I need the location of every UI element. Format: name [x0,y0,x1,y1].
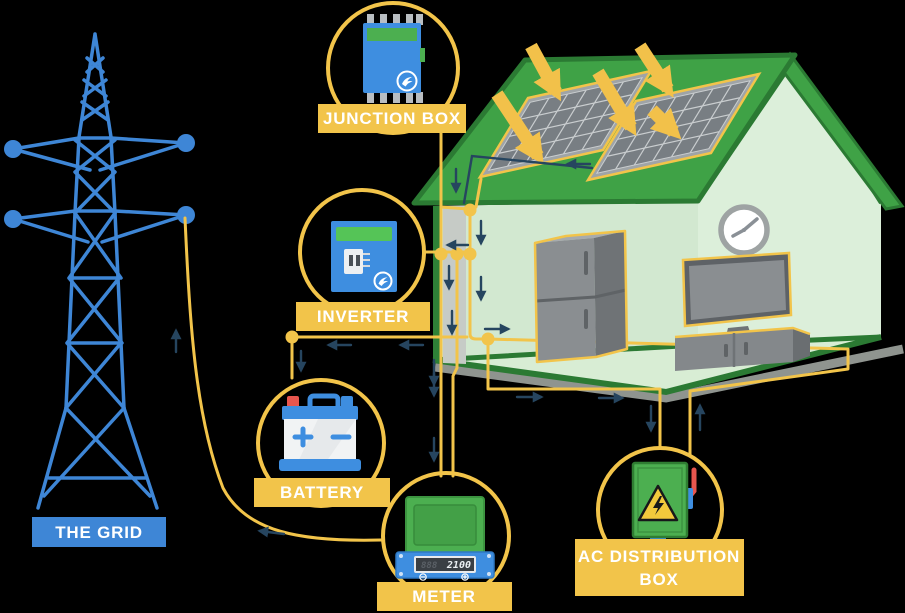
junction-box-icon [363,14,425,103]
plus-symbol [292,426,314,448]
fridge-handle [584,309,588,329]
meter-icon: 888 2100 [395,496,495,581]
inverter-label: INVERTER [317,307,409,326]
wire-node [463,203,477,217]
cabinet-handle [744,342,748,355]
flow-arrows [170,158,706,538]
inverter-banner [296,302,430,331]
tv-screen-inner [689,260,786,320]
sunlight-arrows [491,42,682,165]
bird-logo-icon [373,271,393,291]
labels: JUNCTION BOX INVERTER BATTERY METER AC D… [32,104,744,611]
insulator-dot [177,134,195,152]
sun-arrow-icon [491,90,544,165]
the-grid-banner [32,517,166,547]
wire-panel-drop [474,177,483,209]
tv-cabinet-side [793,328,810,362]
battery-banner [254,478,390,507]
flow-arrow-left-icon [257,526,286,538]
the-grid-label: THE GRID [55,523,143,542]
wire-junction-branch [439,205,470,211]
clock-icon [718,204,770,256]
sun-arrow-icon [647,105,682,140]
meter-banner [377,582,512,611]
battery-icon [279,393,361,471]
wire-node [463,247,477,261]
grid-tower-icon [4,32,195,510]
wire-grid-to-meter [183,216,383,542]
meter-display: 2100 [446,560,471,571]
meter-label: METER [412,587,476,606]
ac-box-label-line1: AC DISTRIBUTION [578,547,740,566]
wire-node [434,247,448,261]
lightning-bolt-icon [653,496,664,515]
wire-node [450,247,464,261]
ac-distribution-box-icon [631,461,697,544]
inverter-icon [331,221,397,292]
insulator-dot [4,210,22,228]
battery-label: BATTERY [280,483,364,502]
cabinet-handle [724,344,728,357]
junction-box-label: JUNCTION BOX [323,109,461,128]
wall-cut-strip [443,206,466,364]
sun-arrow-icon [634,42,674,98]
junction-box-banner [318,104,466,133]
wall-edge-trim [433,206,441,363]
sun-arrow-icon [525,42,562,102]
fridge-handle [584,251,588,275]
tv [674,251,811,371]
insulator-dot [4,140,22,158]
wire-to-ac-box [486,337,662,450]
sun-arrow-icon [592,68,637,136]
insulator-dot [177,206,195,224]
wire-wall-drop [468,207,489,341]
meter-ghost-digits: 888 [421,561,437,571]
fridge [533,229,629,364]
ac-box-banner [575,539,744,596]
bird-logo-icon [396,70,418,92]
wire-nodes [285,203,495,346]
wire-to-meter-2 [451,253,459,478]
wire-panel-string [462,154,594,205]
floor-slab [434,344,904,403]
ac-box-label-line2: BOX [639,570,678,589]
wire-node [481,332,495,346]
wire-node [285,330,299,344]
